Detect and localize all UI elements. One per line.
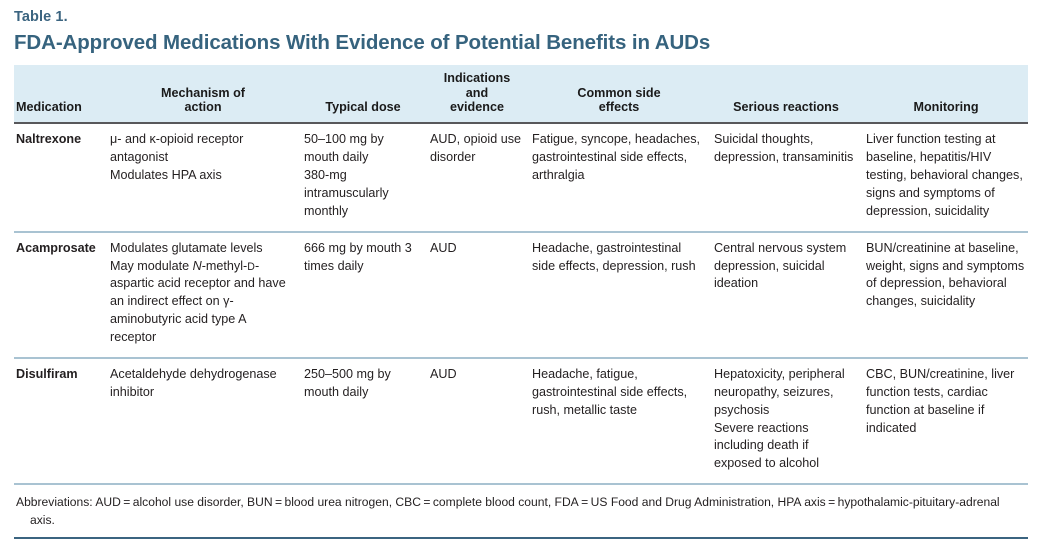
cell-line: AUD — [430, 366, 457, 381]
column-header-line: evidence — [450, 100, 504, 115]
cell-indications: AUD — [430, 357, 532, 486]
table-number: Table 1. — [14, 9, 68, 25]
column-header-line: Monitoring — [913, 100, 979, 115]
cell-side-effects: Headache, fatigue, gastrointestinal side… — [532, 357, 714, 486]
cell-mechanism: Acetaldehyde dehydrogenase inhibitor — [110, 357, 304, 486]
column-header-line: Serious reactions — [733, 100, 839, 115]
cell-monitoring: BUN/creatinine at baseline, weight, sign… — [866, 231, 1028, 359]
column-header-monitoring: Monitoring — [866, 64, 1028, 125]
cell-line: 666 mg by mouth 3 times daily — [304, 240, 412, 273]
cell-line: Hepatoxicity, peripheral neuropathy, sei… — [714, 366, 845, 417]
cell-line: Modulates glutamate levels — [110, 240, 263, 255]
cell-line: AUD — [430, 240, 457, 255]
cell-monitoring: CBC, BUN/creatinine, liver function test… — [866, 357, 1028, 486]
cell-serious-reactions: Hepatoxicity, peripheral neuropathy, sei… — [714, 357, 866, 486]
column-header-serious: Serious reactions — [714, 64, 866, 125]
caption-block: Table 1. FDA-Approved Medications With E… — [0, 0, 1042, 56]
cell-line: Central nervous system depression, suici… — [714, 240, 847, 291]
cell-line: Modulates HPA axis — [110, 168, 222, 183]
cell-line: Headache, gastrointestinal side effects,… — [532, 240, 696, 273]
column-header-line: Medication — [16, 100, 82, 115]
cell-line: AUD, opioid use disorder — [430, 132, 522, 165]
column-header-line: effects — [598, 100, 640, 115]
column-header-line: action — [184, 100, 222, 115]
cell-medication: Naltrexone — [14, 123, 110, 233]
cell-medication: Disulfiram — [14, 357, 110, 486]
cell-indications: AUD — [430, 231, 532, 359]
cell-line: Acetaldehyde dehydrogenase inhibitor — [110, 366, 277, 399]
cell-line: μ- and κ-opioid receptor antagonist — [110, 132, 244, 165]
column-header-line: Indications — [443, 70, 511, 85]
cell-typical-dose: 250–500 mg by mouth daily — [304, 357, 430, 486]
column-header-line: Common side — [577, 85, 661, 100]
cell-typical-dose: 666 mg by mouth 3 times daily — [304, 231, 430, 359]
cell-line: 380-mg intramuscularly monthly — [304, 168, 389, 218]
cell-side-effects: Headache, gastrointestinal side effects,… — [532, 231, 714, 359]
cell-serious-reactions: Suicidal thoughts, depression, transamin… — [714, 123, 866, 233]
cell-medication: Acamprosate — [14, 231, 110, 359]
column-header-line: and — [465, 85, 489, 100]
cell-line: CBC, BUN/creatinine, liver function test… — [866, 366, 1015, 435]
cell-line: BUN/creatinine at baseline, weight, sign… — [866, 240, 1025, 309]
table-footnote: Abbreviations: AUD = alcohol use disorde… — [14, 485, 1028, 539]
cell-indications: AUD, opioid use disorder — [430, 123, 532, 233]
cell-serious-reactions: Central nervous system depression, suici… — [714, 231, 866, 359]
column-header-line: Mechanism of — [161, 85, 245, 100]
cell-side-effects: Fatigue, syncope, headaches, gastrointes… — [532, 123, 714, 233]
cell-monitoring: Liver function testing at baseline, hepa… — [866, 123, 1028, 233]
cell-line: Suicidal thoughts, depression, transamin… — [714, 132, 854, 165]
cell-line: 50–100 mg by mouth daily — [304, 132, 384, 165]
cell-line: May modulate N-methyl-d-aspartic acid re… — [110, 258, 286, 345]
column-header-medication: Medication — [14, 64, 110, 125]
column-header-line: Typical dose — [325, 100, 401, 115]
column-header-typical-dose: Typical dose — [304, 64, 430, 125]
cell-line: Severe reactions including death if expo… — [714, 420, 820, 471]
cell-line: 250–500 mg by mouth daily — [304, 366, 391, 399]
table-title: FDA-Approved Medications With Evidence o… — [14, 31, 711, 55]
cell-line: Liver function testing at baseline, hepa… — [866, 132, 1023, 218]
cell-line: Headache, fatigue, gastrointestinal side… — [532, 366, 688, 417]
footnote-text: Abbreviations: AUD = alcohol use disorde… — [16, 495, 1000, 527]
cell-line: Fatigue, syncope, headaches, gastrointes… — [532, 132, 701, 183]
